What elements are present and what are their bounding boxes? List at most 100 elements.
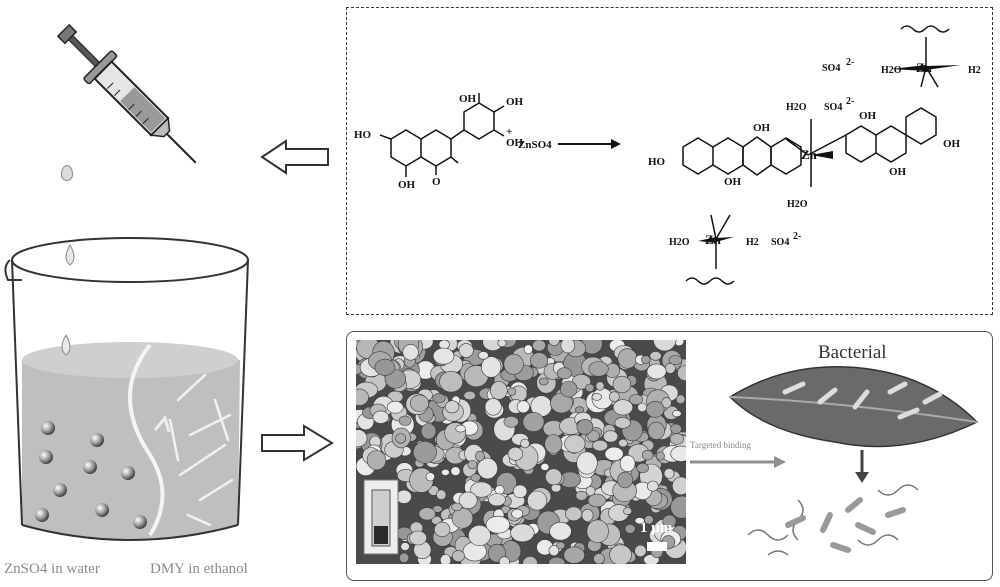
label-sulfate-2: SO4 bbox=[771, 237, 789, 248]
label-oh-9: OH bbox=[724, 176, 742, 188]
sem-particle bbox=[467, 460, 478, 470]
sem-particle bbox=[677, 365, 686, 381]
sem-particle bbox=[548, 340, 560, 346]
sem-particle bbox=[670, 445, 686, 462]
sem-particle bbox=[503, 416, 519, 428]
sem-particle bbox=[512, 484, 528, 499]
sem-particle bbox=[399, 552, 410, 563]
label-oh-4: OH bbox=[398, 179, 416, 191]
sem-particle bbox=[470, 473, 481, 482]
syringe-illustration bbox=[56, 23, 197, 164]
label-oh-1: OH bbox=[459, 93, 477, 105]
sem-particle bbox=[593, 553, 605, 564]
result-box bbox=[346, 331, 993, 581]
sem-particle bbox=[614, 417, 631, 429]
sem-particle bbox=[608, 391, 620, 403]
sem-particle bbox=[458, 491, 478, 510]
sem-particle bbox=[575, 490, 588, 501]
targeted-binding-arrow bbox=[690, 456, 786, 468]
sem-particle bbox=[527, 490, 548, 511]
sem-particle bbox=[366, 450, 387, 471]
sem-particle bbox=[622, 507, 632, 515]
sem-particle bbox=[451, 550, 465, 562]
beaker-right-caption: DMY in ethanol bbox=[150, 561, 248, 577]
sem-particle bbox=[604, 446, 624, 461]
sem-particle bbox=[451, 502, 463, 512]
sem-particle bbox=[400, 542, 410, 551]
sem-particle bbox=[398, 415, 412, 426]
label-sulfate-charge-3: 2- bbox=[846, 57, 854, 68]
sem-particle bbox=[646, 363, 667, 380]
label-zn-center: Zn bbox=[801, 147, 818, 162]
sem-particle bbox=[591, 393, 602, 401]
sem-particle bbox=[503, 353, 524, 375]
sem-particle bbox=[450, 466, 461, 476]
sem-particle bbox=[441, 468, 450, 476]
sem-particle bbox=[592, 439, 608, 452]
sem-particle bbox=[490, 381, 508, 400]
sem-particle bbox=[641, 355, 651, 364]
sem-particle bbox=[497, 340, 507, 348]
sem-particle bbox=[470, 481, 493, 498]
beaker-illustration bbox=[4, 237, 249, 541]
sem-particle bbox=[386, 400, 404, 414]
sem-particle bbox=[565, 506, 583, 522]
sem-particle bbox=[507, 387, 517, 396]
sem-particle bbox=[507, 446, 524, 461]
sem-particle bbox=[395, 433, 407, 444]
sem-particle bbox=[585, 383, 595, 393]
sem-particle bbox=[539, 377, 549, 386]
sem-particle bbox=[586, 430, 600, 442]
sem-particle bbox=[540, 463, 550, 471]
leaf-illustration bbox=[728, 366, 979, 448]
sem-particle bbox=[668, 355, 683, 365]
sem-particle bbox=[663, 468, 675, 479]
sem-particle bbox=[409, 530, 427, 546]
label-water-1: H2O bbox=[786, 102, 807, 113]
sem-particle bbox=[662, 514, 677, 528]
sem-particle bbox=[356, 388, 369, 406]
sem-particle bbox=[498, 556, 510, 564]
sem-particle bbox=[511, 508, 524, 519]
sem-particle bbox=[463, 390, 476, 401]
sem-particle bbox=[548, 545, 560, 557]
label-water-5: H2O bbox=[881, 65, 902, 76]
sem-particle bbox=[474, 450, 485, 462]
sem-particle bbox=[455, 424, 466, 433]
label-sulfate-3: SO4 bbox=[822, 63, 840, 74]
sem-particle bbox=[612, 399, 634, 416]
sem-particle bbox=[435, 489, 447, 500]
sem-particle bbox=[585, 486, 596, 497]
sem-particle bbox=[532, 340, 546, 352]
sem-particle bbox=[420, 423, 437, 440]
sem-particle bbox=[444, 400, 460, 414]
sem-particle bbox=[522, 556, 538, 564]
sem-particle bbox=[510, 523, 535, 543]
label-water-2: H2O bbox=[787, 199, 808, 210]
label-oh-8: OH bbox=[889, 166, 907, 178]
sem-particle bbox=[672, 410, 682, 418]
sem-particle bbox=[478, 351, 489, 360]
sem-particle bbox=[564, 434, 586, 454]
sem-particle bbox=[516, 400, 530, 414]
sem-micrograph: 1 μm bbox=[356, 340, 686, 564]
sem-particle bbox=[637, 402, 648, 413]
sem-particle bbox=[661, 397, 672, 409]
sem-particle bbox=[356, 429, 368, 448]
sem-particle bbox=[484, 398, 502, 416]
sem-particle bbox=[522, 412, 545, 432]
label-sulfate-charge-2: 2- bbox=[793, 231, 801, 242]
sem-particle bbox=[409, 394, 429, 412]
label-sulfate-charge-1: 2- bbox=[846, 96, 854, 107]
sem-particle bbox=[576, 419, 594, 435]
sem-particle bbox=[644, 515, 654, 525]
reaction-scheme-box bbox=[346, 7, 993, 315]
sem-particle bbox=[669, 433, 685, 445]
sem-particle bbox=[647, 421, 665, 440]
label-zn-top: Zn bbox=[916, 60, 933, 75]
sem-particle bbox=[670, 495, 686, 519]
sem-particle bbox=[545, 468, 563, 486]
sem-particle bbox=[588, 361, 609, 377]
sem-particle bbox=[634, 544, 647, 557]
sem-particle bbox=[488, 493, 506, 507]
